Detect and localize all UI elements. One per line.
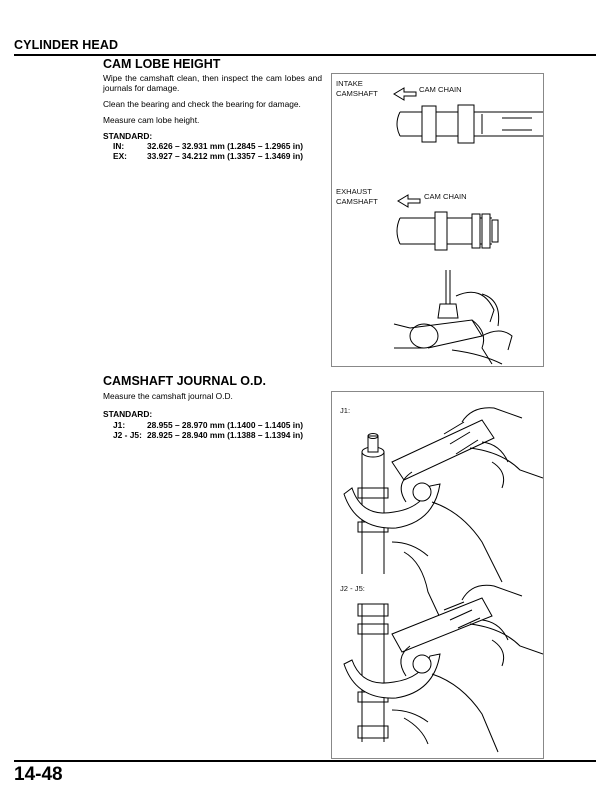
cam-lobe-illustration bbox=[393, 87, 543, 365]
journal-standard-label: STANDARD: bbox=[103, 409, 153, 419]
exhaust-arrow-icon bbox=[397, 194, 421, 208]
row-key: J2 - J5: bbox=[113, 430, 142, 440]
exhaust-camshaft-label: EXHAUST CAMSHAFT bbox=[336, 187, 378, 206]
journal-paragraph: Measure the camshaft journal O.D. bbox=[103, 391, 233, 401]
cam-lobe-heading: CAM LOBE HEIGHT bbox=[103, 57, 221, 71]
journal-row-j2-j5: J2 - J5: 28.925 – 28.940 mm (1.1388 – 1.1… bbox=[103, 430, 303, 441]
exhaust-shaft-icon bbox=[396, 211, 499, 251]
cam-lobe-row-ex: EX: 33.927 – 34.212 mm (1.3357 – 1.3469 i… bbox=[103, 151, 303, 162]
journal-figure: J1: J2 - J5: bbox=[331, 391, 544, 759]
cam-lobe-paragraph-2: Clean the bearing and check the bearing … bbox=[103, 99, 301, 109]
exhaust-cam-chain-label: CAM CHAIN bbox=[424, 192, 467, 201]
j2-j5-label: J2 - J5: bbox=[340, 584, 365, 593]
intake-arrow-icon bbox=[393, 87, 417, 101]
row-value: 28.925 – 28.940 mm (1.1388 – 1.1394 in) bbox=[147, 430, 303, 440]
j1-measurement-icon bbox=[343, 407, 543, 623]
j1-label: J1: bbox=[340, 406, 351, 415]
cam-lobe-figure: INTAKE CAMSHAFT CAM CHAIN EXHAUST CAMSHA… bbox=[331, 73, 544, 367]
row-value: 33.927 – 34.212 mm (1.3357 – 1.3469 in) bbox=[147, 151, 303, 161]
section-title: CYLINDER HEAD bbox=[14, 38, 119, 52]
journal-row-j1: J1: 28.955 – 28.970 mm (1.1400 – 1.1405 i… bbox=[103, 420, 303, 431]
journal-heading: CAMSHAFT JOURNAL O.D. bbox=[103, 374, 266, 388]
top-rule bbox=[14, 54, 596, 56]
intake-shaft-icon bbox=[396, 104, 543, 144]
cam-lobe-paragraph-1: Wipe the camshaft clean, then inspect th… bbox=[103, 73, 322, 94]
intake-cam-chain-label: CAM CHAIN bbox=[419, 85, 462, 94]
intake-camshaft-label: INTAKE CAMSHAFT bbox=[336, 79, 378, 98]
cam-lobe-row-in: IN: 32.626 – 32.931 mm (1.2845 – 1.2965 i… bbox=[103, 141, 303, 152]
row-value: 28.955 – 28.970 mm (1.1400 – 1.1405 in) bbox=[147, 420, 303, 430]
row-key: IN: bbox=[113, 141, 125, 151]
row-key: EX: bbox=[113, 151, 127, 161]
journal-illustration bbox=[343, 407, 543, 753]
cam-lobe-paragraph-3: Measure cam lobe height. bbox=[103, 115, 200, 125]
j2-j5-measurement-icon bbox=[343, 584, 543, 753]
row-key: J1: bbox=[113, 420, 126, 430]
row-value: 32.626 – 32.931 mm (1.2845 – 1.2965 in) bbox=[147, 141, 303, 151]
page-number: 14-48 bbox=[14, 764, 63, 785]
micrometer-icon bbox=[393, 270, 513, 365]
cam-lobe-standard-label: STANDARD: bbox=[103, 131, 153, 141]
bottom-rule bbox=[14, 760, 596, 762]
